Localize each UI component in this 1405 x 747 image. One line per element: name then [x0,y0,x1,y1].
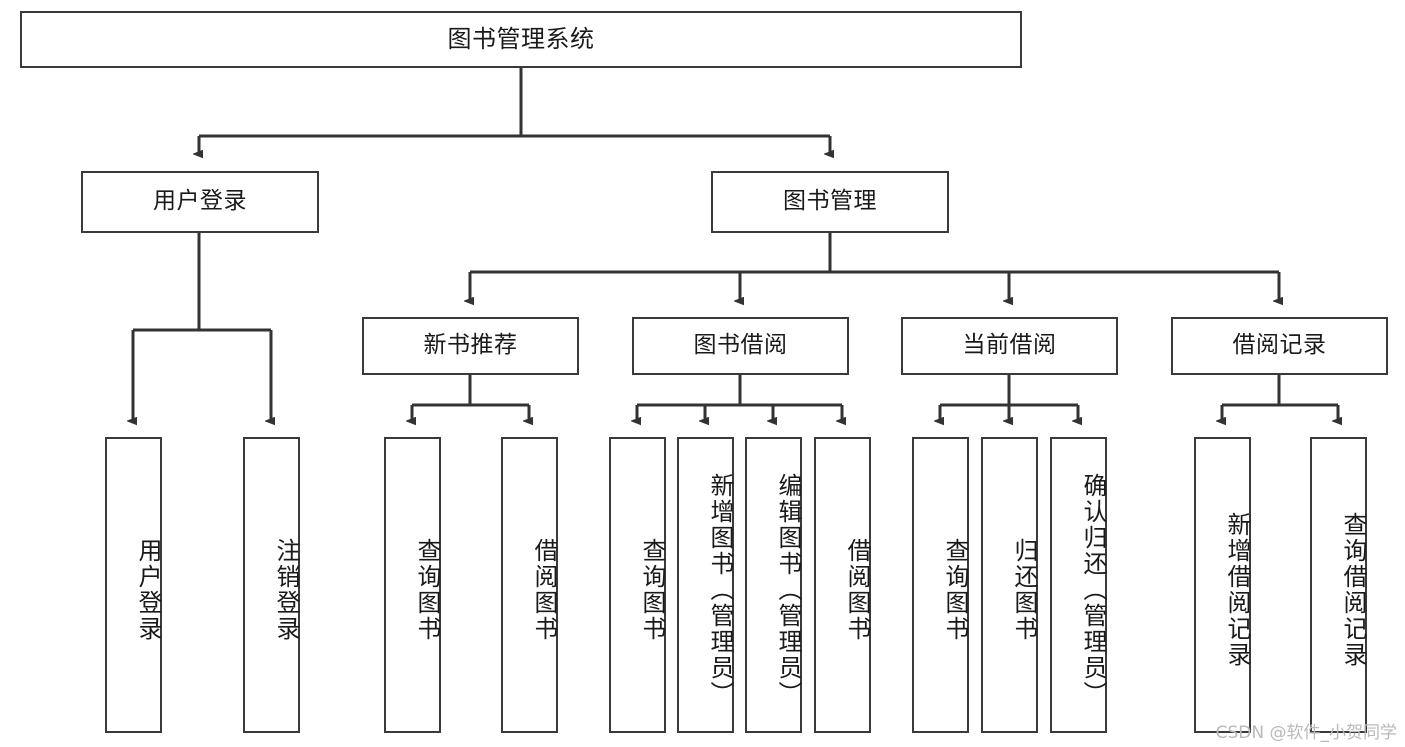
leaf-label: 编辑图书（管理员） [774,473,802,707]
leaf-label: 查询借阅记录 [1339,512,1367,668]
leaf-label: 确认归还（管理员） [1079,473,1107,707]
node-root-system[interactable]: 图书管理系统 [20,11,1022,68]
node-book-manage[interactable]: 图书管理 [711,171,949,233]
node-new-book-recommend[interactable]: 新书推荐 [362,317,579,375]
leaf-label: 新增借阅记录 [1223,512,1251,668]
leaf-label: 新增图书（管理员） [706,473,734,707]
leaf-label: 查询图书 [413,538,441,642]
leaf-label: 查询图书 [638,538,666,642]
csdn-watermark: CSDN @软件_小贺同学 [1215,723,1397,743]
node-user-login[interactable]: 用户登录 [81,171,319,233]
node-current-borrow[interactable]: 当前借阅 [901,317,1118,375]
leaf-label: 用户登录 [134,538,162,642]
node-leaf-confirm-return[interactable]: 确认归还（管理员） [1050,437,1107,733]
leaf-label: 借阅图书 [530,538,558,642]
node-leaf-user-login[interactable]: 用户登录 [105,437,162,733]
leaf-label: 查询图书 [941,538,969,642]
node-leaf-add-record[interactable]: 新增借阅记录 [1194,437,1251,733]
node-leaf-logout[interactable]: 注销登录 [243,437,300,733]
node-leaf-borrow-book-1[interactable]: 借阅图书 [501,437,558,733]
leaf-label: 注销登录 [272,538,300,642]
leaf-label: 归还图书 [1010,538,1038,642]
node-leaf-query-book-1[interactable]: 查询图书 [384,437,441,733]
leaf-label: 借阅图书 [843,538,871,642]
node-leaf-borrow-book-2[interactable]: 借阅图书 [814,437,871,733]
node-leaf-return-book[interactable]: 归还图书 [981,437,1038,733]
node-book-borrow[interactable]: 图书借阅 [632,317,849,375]
node-leaf-add-book[interactable]: 新增图书（管理员） [677,437,734,733]
node-leaf-query-record[interactable]: 查询借阅记录 [1310,437,1367,733]
node-leaf-query-book-3[interactable]: 查询图书 [912,437,969,733]
node-leaf-query-book-2[interactable]: 查询图书 [609,437,666,733]
node-leaf-edit-book[interactable]: 编辑图书（管理员） [745,437,802,733]
node-borrow-record[interactable]: 借阅记录 [1171,317,1388,375]
